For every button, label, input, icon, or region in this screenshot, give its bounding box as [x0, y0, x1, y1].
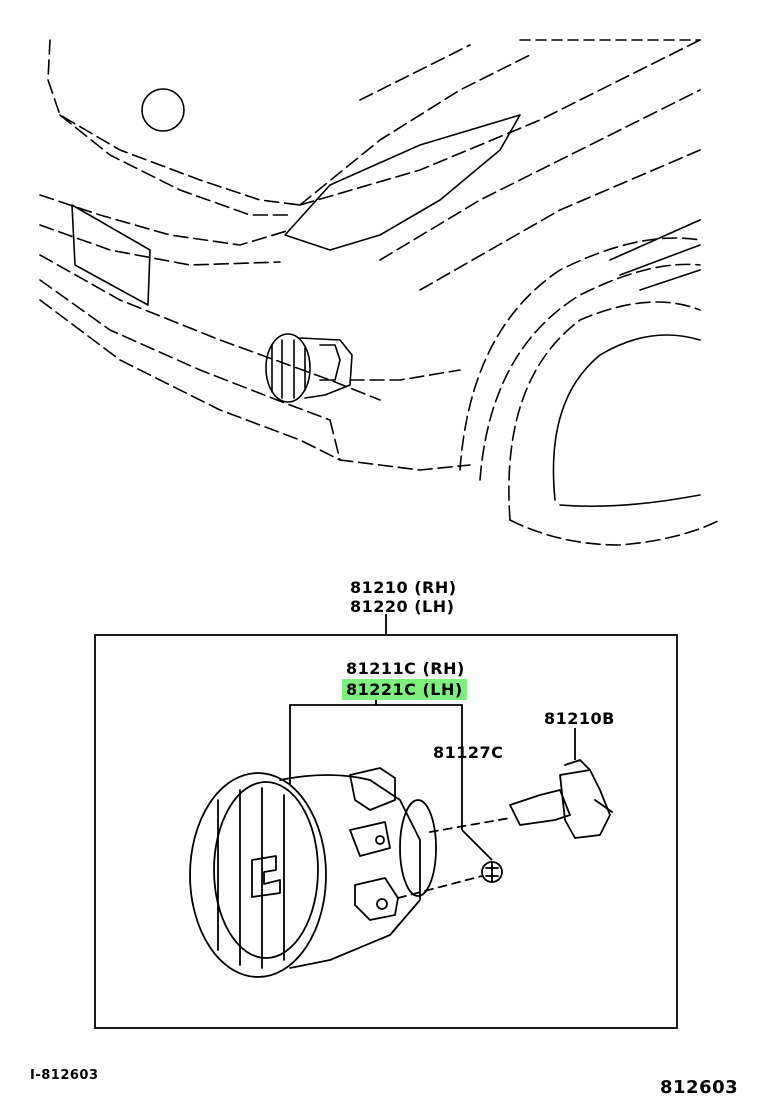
license-plate [71, 204, 151, 306]
lens-ribs [217, 787, 285, 969]
grille-top [39, 194, 291, 246]
unit-lh-label: 81221C (LH) [342, 679, 467, 700]
fender-top [299, 39, 701, 206]
hood-crease [299, 54, 531, 206]
socket-leader [461, 829, 493, 861]
bulb-flange [564, 759, 613, 813]
unit-rh-label: 81211C (RH) [346, 659, 465, 678]
wheel-arch [459, 237, 701, 471]
bulb-label: 81210B [544, 709, 615, 728]
lamp-tab-bottom [354, 877, 399, 921]
bulb-base [559, 769, 611, 839]
hood-crease-2 [359, 44, 471, 101]
fog-lamp-on-car [265, 333, 353, 403]
bumper-lower [329, 419, 471, 471]
bumper-line [39, 254, 381, 401]
wheel-arch-inner [479, 263, 701, 481]
unit-bracket [289, 704, 463, 830]
bumper-line-2 [39, 279, 331, 421]
hood-line-2 [59, 114, 291, 216]
emblem-circle [141, 88, 185, 132]
lamp-mark [251, 855, 281, 898]
fender-line [379, 89, 701, 261]
bulb-axis [429, 817, 511, 833]
lamp-back [399, 799, 437, 897]
lamp-body [279, 774, 421, 969]
lamp-lens [189, 772, 327, 978]
diagram-code-left: I-812603 [30, 1068, 99, 1083]
socket-screw-head [485, 861, 499, 883]
fender-ribs [609, 219, 701, 291]
lamp-tab-top [349, 767, 396, 811]
tire-rim-2 [559, 494, 701, 508]
tire-outer [508, 301, 701, 521]
diagram-code-right: 812603 [660, 1077, 739, 1098]
fog-lamp-detail [189, 759, 613, 978]
assembly-box [94, 614, 678, 1029]
fender-line-2 [419, 149, 701, 291]
socket-label: 81127C [433, 743, 504, 762]
bumper-side [349, 369, 461, 381]
lamp-screw-hole-2 [376, 898, 388, 910]
lamp-screw-hole [375, 835, 385, 845]
tire-rim [552, 334, 701, 501]
assembly-lh-label: 81220 (LH) [350, 597, 455, 616]
bulb-glass [509, 789, 571, 826]
headlight-outline [284, 114, 521, 251]
hood-line [47, 39, 301, 206]
lamp-tab-side [349, 821, 391, 857]
tire-bottom [509, 519, 721, 546]
car-front-illustration [39, 39, 721, 546]
grille-bottom [39, 224, 281, 266]
screw-axis [397, 875, 483, 899]
assembly-rh-label: 81210 (RH) [350, 578, 457, 597]
bumper-line-3 [39, 299, 341, 461]
lamp-rim [213, 781, 319, 959]
